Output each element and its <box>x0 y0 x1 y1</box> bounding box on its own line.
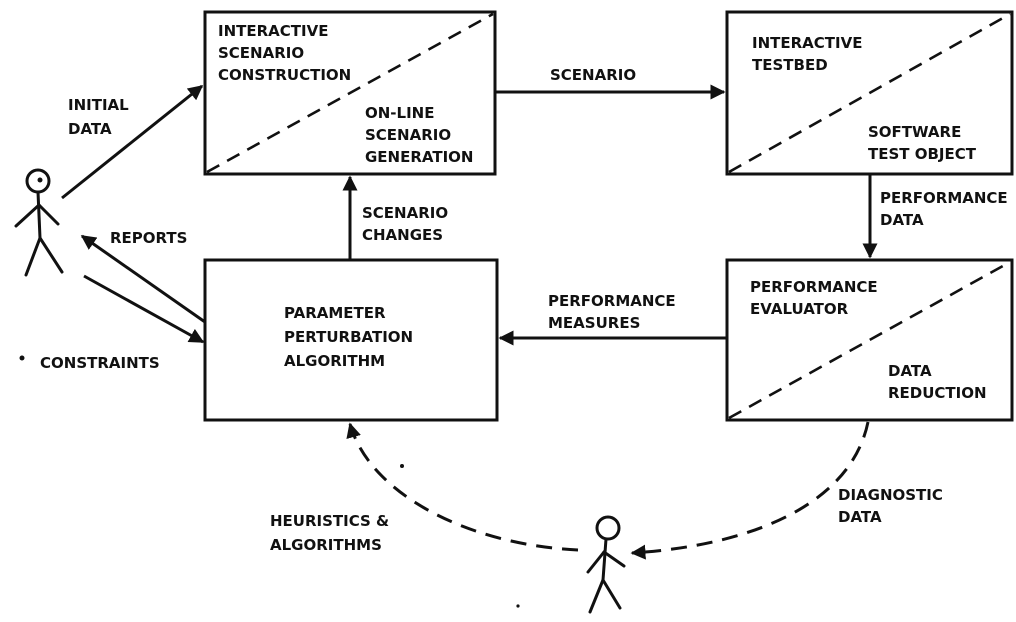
label-performance-measures-line-1: PERFORMANCE <box>548 292 676 310</box>
evaluator-title-line-2: EVALUATOR <box>750 300 849 318</box>
operator-left-leg <box>24 236 42 277</box>
evaluator-sub-line-1: DATA <box>888 362 932 380</box>
label-performance-data-line-2: DATA <box>880 211 924 229</box>
analyst-left-leg <box>588 578 605 614</box>
arrow-initial-data: INITIAL DATA <box>61 84 204 200</box>
testbed-sub-line-2: TEST OBJECT <box>868 145 977 163</box>
evaluator-title-line-1: PERFORMANCE <box>750 278 878 296</box>
arrow-heuristics-path <box>346 422 579 552</box>
label-performance-data-line-1: PERFORMANCE <box>880 189 1008 207</box>
box-parameter-perturbation: PARAMETER PERTURBATION ALGORITHM <box>203 258 499 422</box>
box-scenario-construction: INTERACTIVE SCENARIO CONSTRUCTION ON-LIN… <box>203 10 497 176</box>
speck <box>400 464 404 468</box>
label-reports: REPORTS <box>110 229 187 247</box>
construction-sub-line-3: GENERATION <box>365 148 473 166</box>
perturbation-line-2: PERTURBATION <box>284 328 413 346</box>
testbed-title-line-2: TESTBED <box>752 56 828 74</box>
label-diagnostic-data-line-2: DATA <box>838 508 882 526</box>
scan-specks <box>19 355 520 608</box>
arrow-initial-data-line <box>61 84 204 200</box>
label-heuristics-line-1: HEURISTICS & <box>270 512 389 530</box>
evaluator-sub-line-2: REDUCTION <box>888 384 987 402</box>
operator-body <box>36 190 42 240</box>
testbed-sub-line-1: SOFTWARE <box>868 123 961 141</box>
arrow-scenario: SCENARIO <box>495 66 726 100</box>
perturbation-line-1: PARAMETER <box>284 304 386 322</box>
box-interactive-testbed-diagonal <box>728 12 1011 174</box>
operator-stick-figure <box>14 168 64 277</box>
box-interactive-testbed: INTERACTIVE TESTBED SOFTWARE TEST OBJECT <box>725 10 1014 176</box>
analyst-stick-figure <box>586 515 626 614</box>
arrow-constraints: CONSTRAINTS <box>40 274 205 372</box>
arrow-heuristics-algorithms: HEURISTICS & ALGORITHMS <box>270 422 579 554</box>
operator-right-arm <box>37 203 60 226</box>
arrow-reports: REPORTS <box>80 229 206 324</box>
analyst-right-leg <box>601 578 622 610</box>
construction-title-line-2: SCENARIO <box>218 44 304 62</box>
box-performance-evaluator: PERFORMANCE EVALUATOR DATA REDUCTION <box>725 258 1014 422</box>
speck <box>19 355 25 361</box>
label-performance-measures-line-2: MEASURES <box>548 314 640 332</box>
box-performance-evaluator-diagonal <box>728 260 1011 420</box>
arrow-scenario-changes: SCENARIO CHANGES <box>342 175 448 260</box>
arrow-diagnostic-data: DIAGNOSTIC DATA <box>630 421 943 560</box>
label-initial-data-line-1: INITIAL <box>68 96 129 114</box>
box-scenario-construction-diagonal <box>206 12 494 174</box>
operator-right-leg <box>38 236 64 274</box>
arrow-diagnostic-data-path <box>630 421 870 560</box>
label-scenario-changes-line-1: SCENARIO <box>362 204 448 222</box>
operator-left-arm <box>14 203 41 228</box>
analyst-right-arm <box>602 550 626 568</box>
construction-title-line-3: CONSTRUCTION <box>218 66 351 84</box>
construction-sub-line-2: SCENARIO <box>365 126 451 144</box>
label-constraints: CONSTRAINTS <box>40 354 160 372</box>
label-initial-data-line-2: DATA <box>68 120 112 138</box>
testbed-title-line-1: INTERACTIVE <box>752 34 862 52</box>
label-scenario-changes-line-2: CHANGES <box>362 226 443 244</box>
analyst-body <box>601 537 608 582</box>
analyst-left-arm <box>586 550 606 574</box>
arrow-performance-data: PERFORMANCE DATA <box>862 174 1008 259</box>
construction-sub-line-1: ON-LINE <box>365 104 434 122</box>
label-diagnostic-data-line-1: DIAGNOSTIC <box>838 486 943 504</box>
construction-title-line-1: INTERACTIVE <box>218 22 328 40</box>
arrow-performance-measures: PERFORMANCE MEASURES <box>498 292 727 346</box>
label-heuristics-line-2: ALGORITHMS <box>270 536 382 554</box>
box-performance-evaluator-frame <box>725 258 1014 422</box>
operator-eye <box>37 177 43 183</box>
perturbation-line-3: ALGORITHM <box>284 352 385 370</box>
arrow-reports-line <box>80 234 206 324</box>
analyst-head <box>595 515 621 541</box>
arrow-constraints-line <box>83 274 205 344</box>
speck <box>516 604 520 608</box>
label-scenario: SCENARIO <box>550 66 636 84</box>
